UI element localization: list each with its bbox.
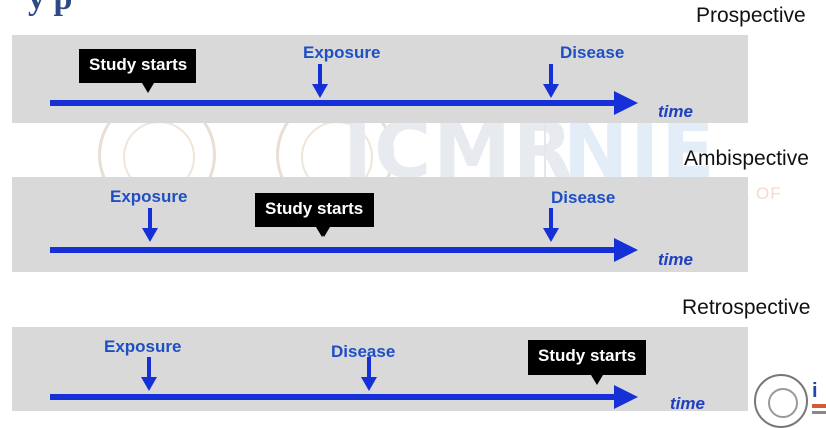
arrow-down-icon: [543, 64, 559, 100]
time-label: time: [658, 102, 693, 121]
exposure-label: Exposure: [303, 43, 381, 62]
arrow-right-icon: [614, 91, 638, 115]
study-starts-callout: Study starts: [79, 49, 196, 83]
disease-label: Disease: [560, 43, 625, 62]
disease-label: Disease: [551, 188, 616, 207]
arrow-right-icon: [614, 385, 638, 409]
arrow-down-icon: [316, 227, 332, 243]
disease-label: Disease: [331, 342, 396, 361]
study-starts-callout: Study starts: [528, 340, 646, 375]
arrow-down-icon: [361, 357, 377, 393]
slide-title-fragment: y p: [28, 0, 72, 18]
watermark-divider: [544, 114, 546, 186]
timeline-axis: [50, 247, 616, 253]
arrow-down-icon: [141, 357, 157, 393]
callout-pointer-icon: [591, 375, 603, 385]
exposure-label: Exposure: [104, 337, 182, 356]
arrow-down-icon: [543, 208, 559, 244]
arrow-down-icon: [312, 64, 328, 100]
exposure-label: Exposure: [110, 187, 188, 206]
icmr-corner-mark-icon: i: [812, 380, 826, 424]
timeline-axis: [50, 100, 616, 106]
arrow-down-icon: [142, 208, 158, 244]
time-label: time: [670, 394, 705, 413]
study-starts-callout: Study starts: [255, 193, 374, 227]
arrow-right-icon: [614, 238, 638, 262]
time-label: time: [658, 250, 693, 269]
row-label: Prospective: [696, 4, 806, 27]
timeline-axis: [50, 394, 616, 400]
row-label: Retrospective: [682, 296, 811, 319]
row-label: Ambispective: [684, 147, 809, 170]
callout-pointer-icon: [142, 83, 154, 93]
institute-logo-icon: [754, 374, 808, 428]
